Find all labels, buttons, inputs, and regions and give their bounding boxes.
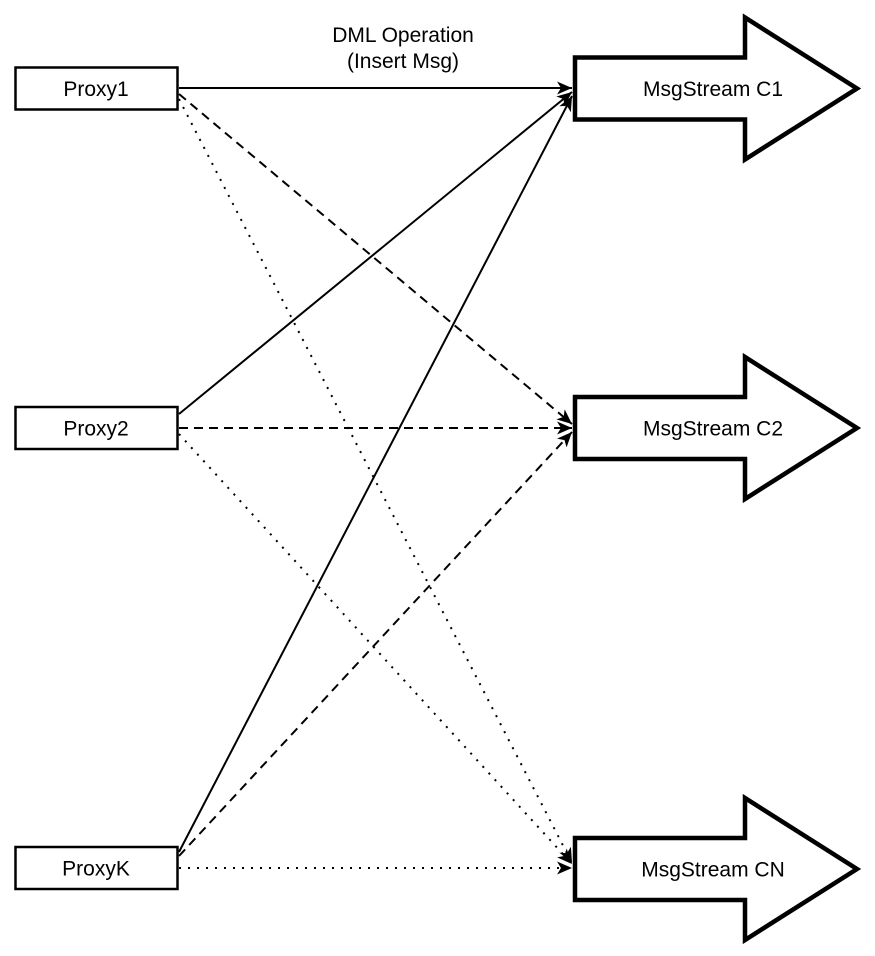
proxy1-box bbox=[14, 66, 179, 111]
msgstream-c1-node: MsgStream C1 bbox=[572, 13, 862, 164]
proxy2-node: Proxy2 bbox=[14, 405, 179, 451]
proxyk-box bbox=[14, 845, 179, 891]
dml-operation-label-line2: (Insert Msg) bbox=[347, 50, 459, 73]
edge-proxyk-to-c1-solid bbox=[178, 95, 573, 853]
msgstream-c1-label: MsgStream C1 bbox=[643, 78, 783, 101]
msgstream-cn-node: MsgStream CN bbox=[572, 793, 862, 945]
edge-proxy2-to-c1-solid bbox=[178, 91, 573, 415]
proxyk-node: ProxyK bbox=[14, 845, 179, 891]
proxy1-node: Proxy1 bbox=[14, 66, 179, 111]
edge-proxy1-to-cn-dotted bbox=[178, 98, 573, 864]
msgstream-cn-label: MsgStream CN bbox=[641, 859, 785, 882]
msgstream-c1-arrow-shape bbox=[572, 13, 862, 164]
edge-proxy1-to-c2-dashed bbox=[178, 93, 573, 425]
edge-proxyk-to-c2-dashed bbox=[178, 431, 573, 857]
proxy2-box bbox=[14, 405, 179, 451]
proxyk-label: ProxyK bbox=[62, 858, 130, 881]
proxy1-label: Proxy1 bbox=[63, 78, 128, 101]
msgstream-c2-node: MsgStream C2 bbox=[572, 352, 862, 504]
proxy2-label: Proxy2 bbox=[63, 418, 128, 441]
msgstream-c2-label: MsgStream C2 bbox=[643, 418, 783, 441]
msgstream-cn-arrow-shape bbox=[572, 793, 862, 945]
msgstream-c2-arrow-shape bbox=[572, 352, 862, 504]
edge-proxy2-to-cn-dotted bbox=[178, 433, 573, 865]
dml-operation-label-line1: DML Operation bbox=[332, 24, 474, 47]
